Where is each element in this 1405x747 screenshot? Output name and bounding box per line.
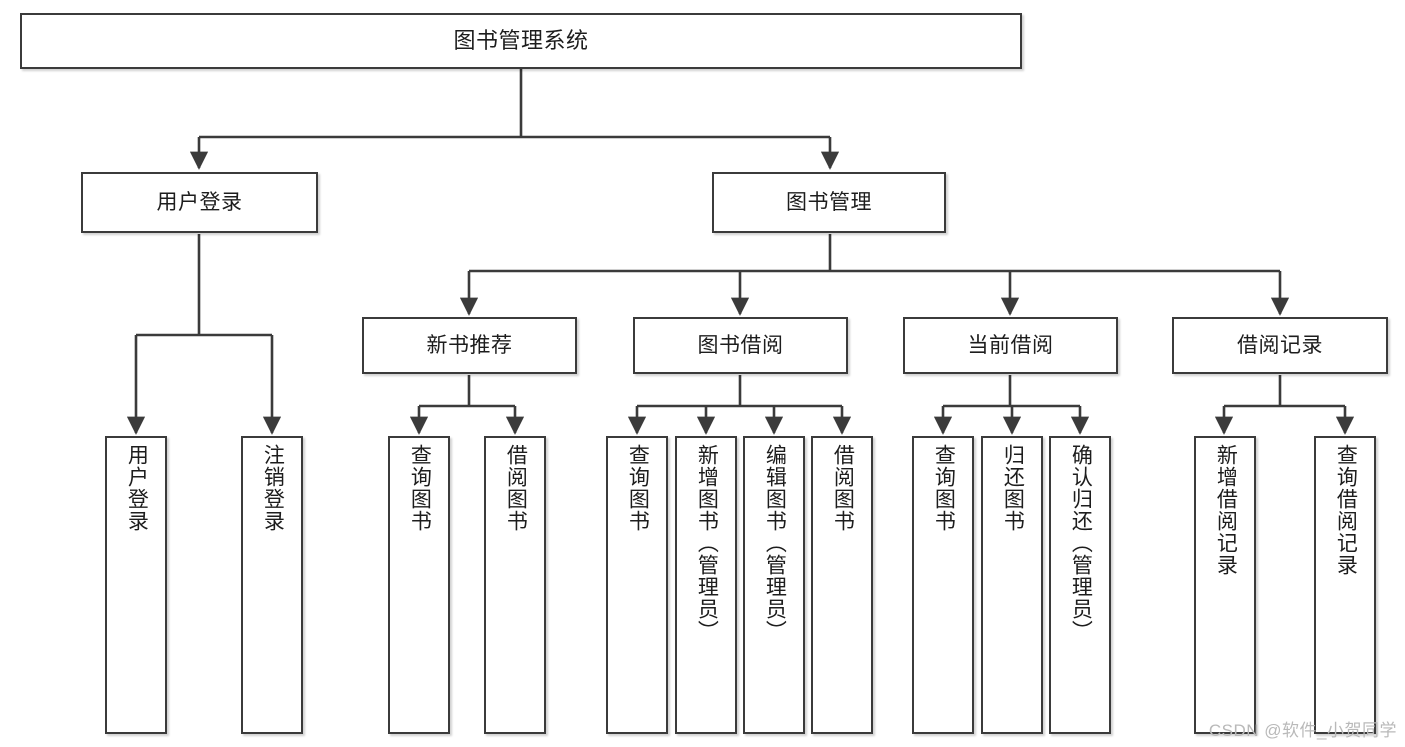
csdn-watermark: CSDN @软件_小贺同学	[1208, 721, 1397, 740]
node-label: 注销登录	[261, 444, 285, 532]
node-label: 当前借阅	[967, 333, 1054, 357]
node-label: 编辑图书（管理员）	[763, 444, 787, 642]
leaf-book-borrow-add[interactable]: 新增图书（管理员）	[675, 436, 737, 734]
node-book-borrow[interactable]: 图书借阅	[633, 317, 848, 374]
node-new-book-recommend[interactable]: 新书推荐	[362, 317, 577, 374]
node-label: 借阅图书	[504, 444, 528, 532]
leaf-current-borrow-query[interactable]: 查询图书	[912, 436, 974, 734]
leaf-user-login-login[interactable]: 用户登录	[105, 436, 167, 734]
node-label: 新增图书（管理员）	[695, 444, 719, 642]
leaf-current-borrow-confirm-return[interactable]: 确认归还（管理员）	[1049, 436, 1111, 734]
node-label: 用户登录	[156, 190, 243, 214]
node-label: 图书借阅	[697, 333, 784, 357]
node-label: 新书推荐	[426, 333, 513, 357]
node-label: 查询图书	[932, 444, 956, 532]
node-label: 用户登录	[125, 444, 149, 532]
leaf-book-borrow-edit[interactable]: 编辑图书（管理员）	[743, 436, 805, 734]
leaf-book-borrow-borrow[interactable]: 借阅图书	[811, 436, 873, 734]
node-label: 新增借阅记录	[1214, 444, 1238, 576]
node-label: 查询图书	[626, 444, 650, 532]
leaf-user-login-logout[interactable]: 注销登录	[241, 436, 303, 734]
leaf-borrow-record-query[interactable]: 查询借阅记录	[1314, 436, 1376, 734]
node-label: 借阅记录	[1237, 333, 1323, 357]
node-label: 借阅图书	[831, 444, 855, 532]
node-label: 归还图书	[1001, 444, 1025, 532]
node-book-management[interactable]: 图书管理	[712, 172, 946, 233]
node-label: 确认归还（管理员）	[1069, 444, 1093, 642]
leaf-book-borrow-query[interactable]: 查询图书	[606, 436, 668, 734]
node-label: 查询借阅记录	[1334, 444, 1358, 576]
leaf-current-borrow-return[interactable]: 归还图书	[981, 436, 1043, 734]
node-root-system[interactable]: 图书管理系统	[20, 13, 1022, 69]
node-user-login[interactable]: 用户登录	[81, 172, 318, 233]
leaf-new-book-query[interactable]: 查询图书	[388, 436, 450, 734]
node-current-borrow[interactable]: 当前借阅	[903, 317, 1118, 374]
node-label: 图书管理	[786, 190, 872, 214]
node-borrow-record[interactable]: 借阅记录	[1172, 317, 1388, 374]
leaf-new-book-borrow[interactable]: 借阅图书	[484, 436, 546, 734]
node-label: 图书管理系统	[453, 27, 589, 53]
node-label: 查询图书	[408, 444, 432, 532]
leaf-borrow-record-add[interactable]: 新增借阅记录	[1194, 436, 1256, 734]
